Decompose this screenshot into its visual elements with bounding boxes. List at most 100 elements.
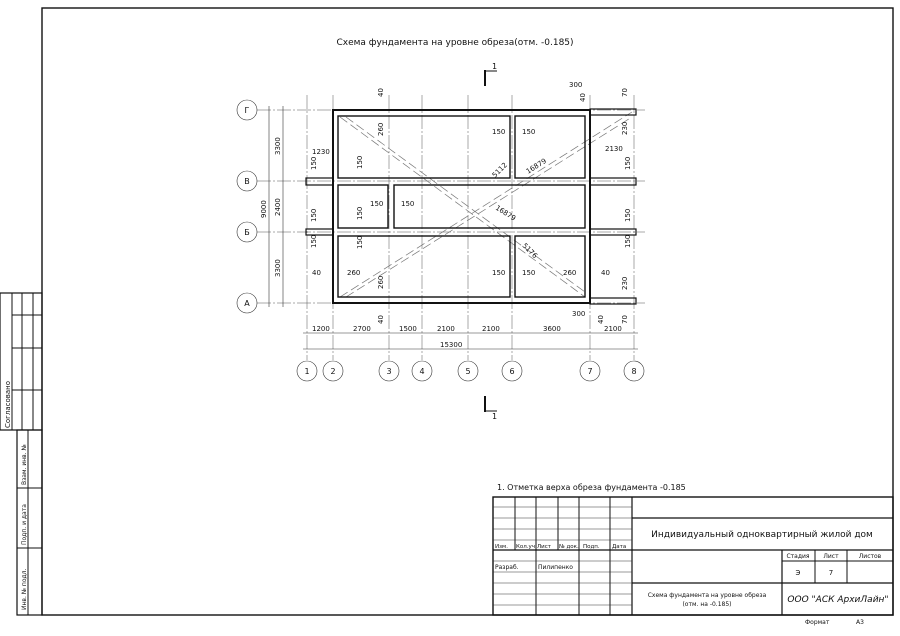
svg-text:40: 40 — [377, 315, 385, 324]
svg-text:5176: 5176 — [521, 242, 540, 261]
foundation-plan — [305, 108, 637, 305]
axis-bubble-5: 5 — [457, 360, 479, 382]
axis-bubble-V: В — [236, 170, 258, 192]
axis-bubble-6: 6 — [501, 360, 523, 382]
svg-text:Лист: Лист — [537, 544, 552, 550]
svg-text:Б: Б — [244, 228, 250, 237]
svg-text:150: 150 — [522, 269, 535, 277]
svg-text:2400: 2400 — [274, 198, 282, 216]
svg-text:230: 230 — [621, 277, 629, 290]
svg-text:16879: 16879 — [525, 157, 548, 176]
svg-text:Подп. и дата: Подп. и дата — [21, 504, 28, 545]
svg-text:Изм.: Изм. — [495, 544, 508, 550]
svg-text:В: В — [244, 177, 250, 186]
svg-text:150: 150 — [356, 236, 364, 249]
svg-text:7: 7 — [587, 367, 592, 376]
svg-text:Кол.уч.: Кол.уч. — [516, 544, 537, 550]
svg-text:Индивидуальный одноквартирный: Индивидуальный одноквартирный жилой дом — [651, 530, 873, 540]
svg-text:40: 40 — [597, 315, 605, 324]
svg-text:Взам. инв. №: Взам. инв. № — [21, 444, 28, 485]
svg-text:260: 260 — [377, 276, 385, 289]
svg-text:2100: 2100 — [604, 325, 622, 333]
svg-text:300: 300 — [569, 81, 582, 89]
svg-text:Пилипенко: Пилипенко — [538, 564, 573, 571]
svg-text:150: 150 — [522, 128, 535, 136]
svg-text:Лист: Лист — [823, 553, 839, 560]
title-block: Изм. Кол.уч. Лист № док. Подп. Дата Разр… — [492, 496, 894, 626]
axis-bubble-1: 1 — [296, 360, 318, 382]
svg-text:1: 1 — [304, 367, 309, 376]
svg-text:230: 230 — [621, 122, 629, 135]
svg-text:150: 150 — [624, 157, 632, 170]
section-mark-top: 1 — [484, 62, 497, 86]
svg-text:150: 150 — [356, 207, 364, 220]
svg-text:3300: 3300 — [274, 259, 282, 277]
svg-text:2130: 2130 — [605, 145, 623, 153]
svg-text:150: 150 — [310, 209, 318, 222]
axis-bubble-4: 4 — [411, 360, 433, 382]
svg-text:2100: 2100 — [437, 325, 455, 333]
svg-text:150: 150 — [370, 200, 383, 208]
svg-text:150: 150 — [401, 200, 414, 208]
svg-text:Г: Г — [245, 106, 250, 115]
svg-text:150: 150 — [624, 209, 632, 222]
svg-text:3: 3 — [386, 367, 391, 376]
svg-text:2: 2 — [330, 367, 335, 376]
svg-text:3300: 3300 — [274, 137, 282, 155]
axis-bubble-3: 3 — [378, 360, 400, 382]
svg-text:6: 6 — [509, 367, 514, 376]
svg-text:8: 8 — [631, 367, 636, 376]
svg-text:Подп.: Подп. — [583, 544, 600, 550]
svg-text:7: 7 — [829, 569, 833, 577]
svg-text:40: 40 — [312, 269, 321, 277]
svg-text:150: 150 — [492, 269, 505, 277]
svg-text:Разраб.: Разраб. — [495, 564, 519, 571]
svg-text:3600: 3600 — [543, 325, 561, 333]
svg-text:Дата: Дата — [612, 544, 626, 550]
svg-text:40: 40 — [377, 88, 385, 97]
svg-text:1: 1 — [492, 412, 497, 421]
svg-text:Листов: Листов — [859, 553, 882, 560]
general-note: 1. Отметка верха обреза фундамента -0.18… — [497, 483, 686, 492]
svg-text:№ док.: № док. — [559, 544, 579, 550]
axis-bubble-A: А — [236, 292, 258, 314]
svg-text:А3: А3 — [856, 619, 864, 626]
svg-text:1: 1 — [492, 62, 497, 71]
svg-text:40: 40 — [579, 93, 587, 102]
dimension-labels: 40 300 40 70 260 150 150 1230 2130 150 1… — [310, 81, 632, 324]
section-mark-bottom: 1 — [484, 396, 497, 421]
row-axis-bubbles: Г В Б А — [236, 99, 258, 314]
left-dimensions: 9000 3300 2400 3300 — [260, 106, 284, 307]
svg-text:ООО "АСК АрхиЛайн": ООО "АСК АрхиЛайн" — [787, 595, 888, 605]
svg-text:260: 260 — [347, 269, 360, 277]
axis-bubble-2: 2 — [322, 360, 344, 382]
svg-text:70: 70 — [621, 315, 629, 324]
axis-bubble-7: 7 — [579, 360, 601, 382]
svg-text:9000: 9000 — [260, 200, 268, 218]
svg-text:5112: 5112 — [491, 161, 509, 179]
svg-text:150: 150 — [624, 235, 632, 248]
axis-bubble-G: Г — [236, 99, 258, 121]
axis-bubble-8: 8 — [623, 360, 645, 382]
svg-text:260: 260 — [563, 269, 576, 277]
svg-text:260: 260 — [377, 123, 385, 136]
svg-text:150: 150 — [356, 156, 364, 169]
bottom-dimensions: 1200 2700 1500 2100 2100 3600 2100 15300 — [303, 325, 638, 350]
svg-text:16879: 16879 — [494, 204, 517, 223]
svg-text:1230: 1230 — [312, 148, 330, 156]
svg-text:Э: Э — [796, 569, 801, 577]
svg-text:4: 4 — [419, 367, 424, 376]
svg-text:Стадия: Стадия — [786, 553, 809, 560]
sheet-frame — [41, 7, 894, 616]
svg-text:300: 300 — [572, 310, 585, 318]
svg-text:15300: 15300 — [440, 341, 462, 349]
diagonal-lines — [339, 111, 633, 298]
svg-text:70: 70 — [621, 88, 629, 97]
svg-text:Инв. № подл.: Инв. № подл. — [21, 569, 28, 610]
axis-bubble-B: Б — [236, 221, 258, 243]
svg-text:150: 150 — [310, 235, 318, 248]
svg-text:2700: 2700 — [353, 325, 371, 333]
svg-text:40: 40 — [601, 269, 610, 277]
svg-text:(отм. на -0.185): (отм. на -0.185) — [682, 601, 731, 608]
